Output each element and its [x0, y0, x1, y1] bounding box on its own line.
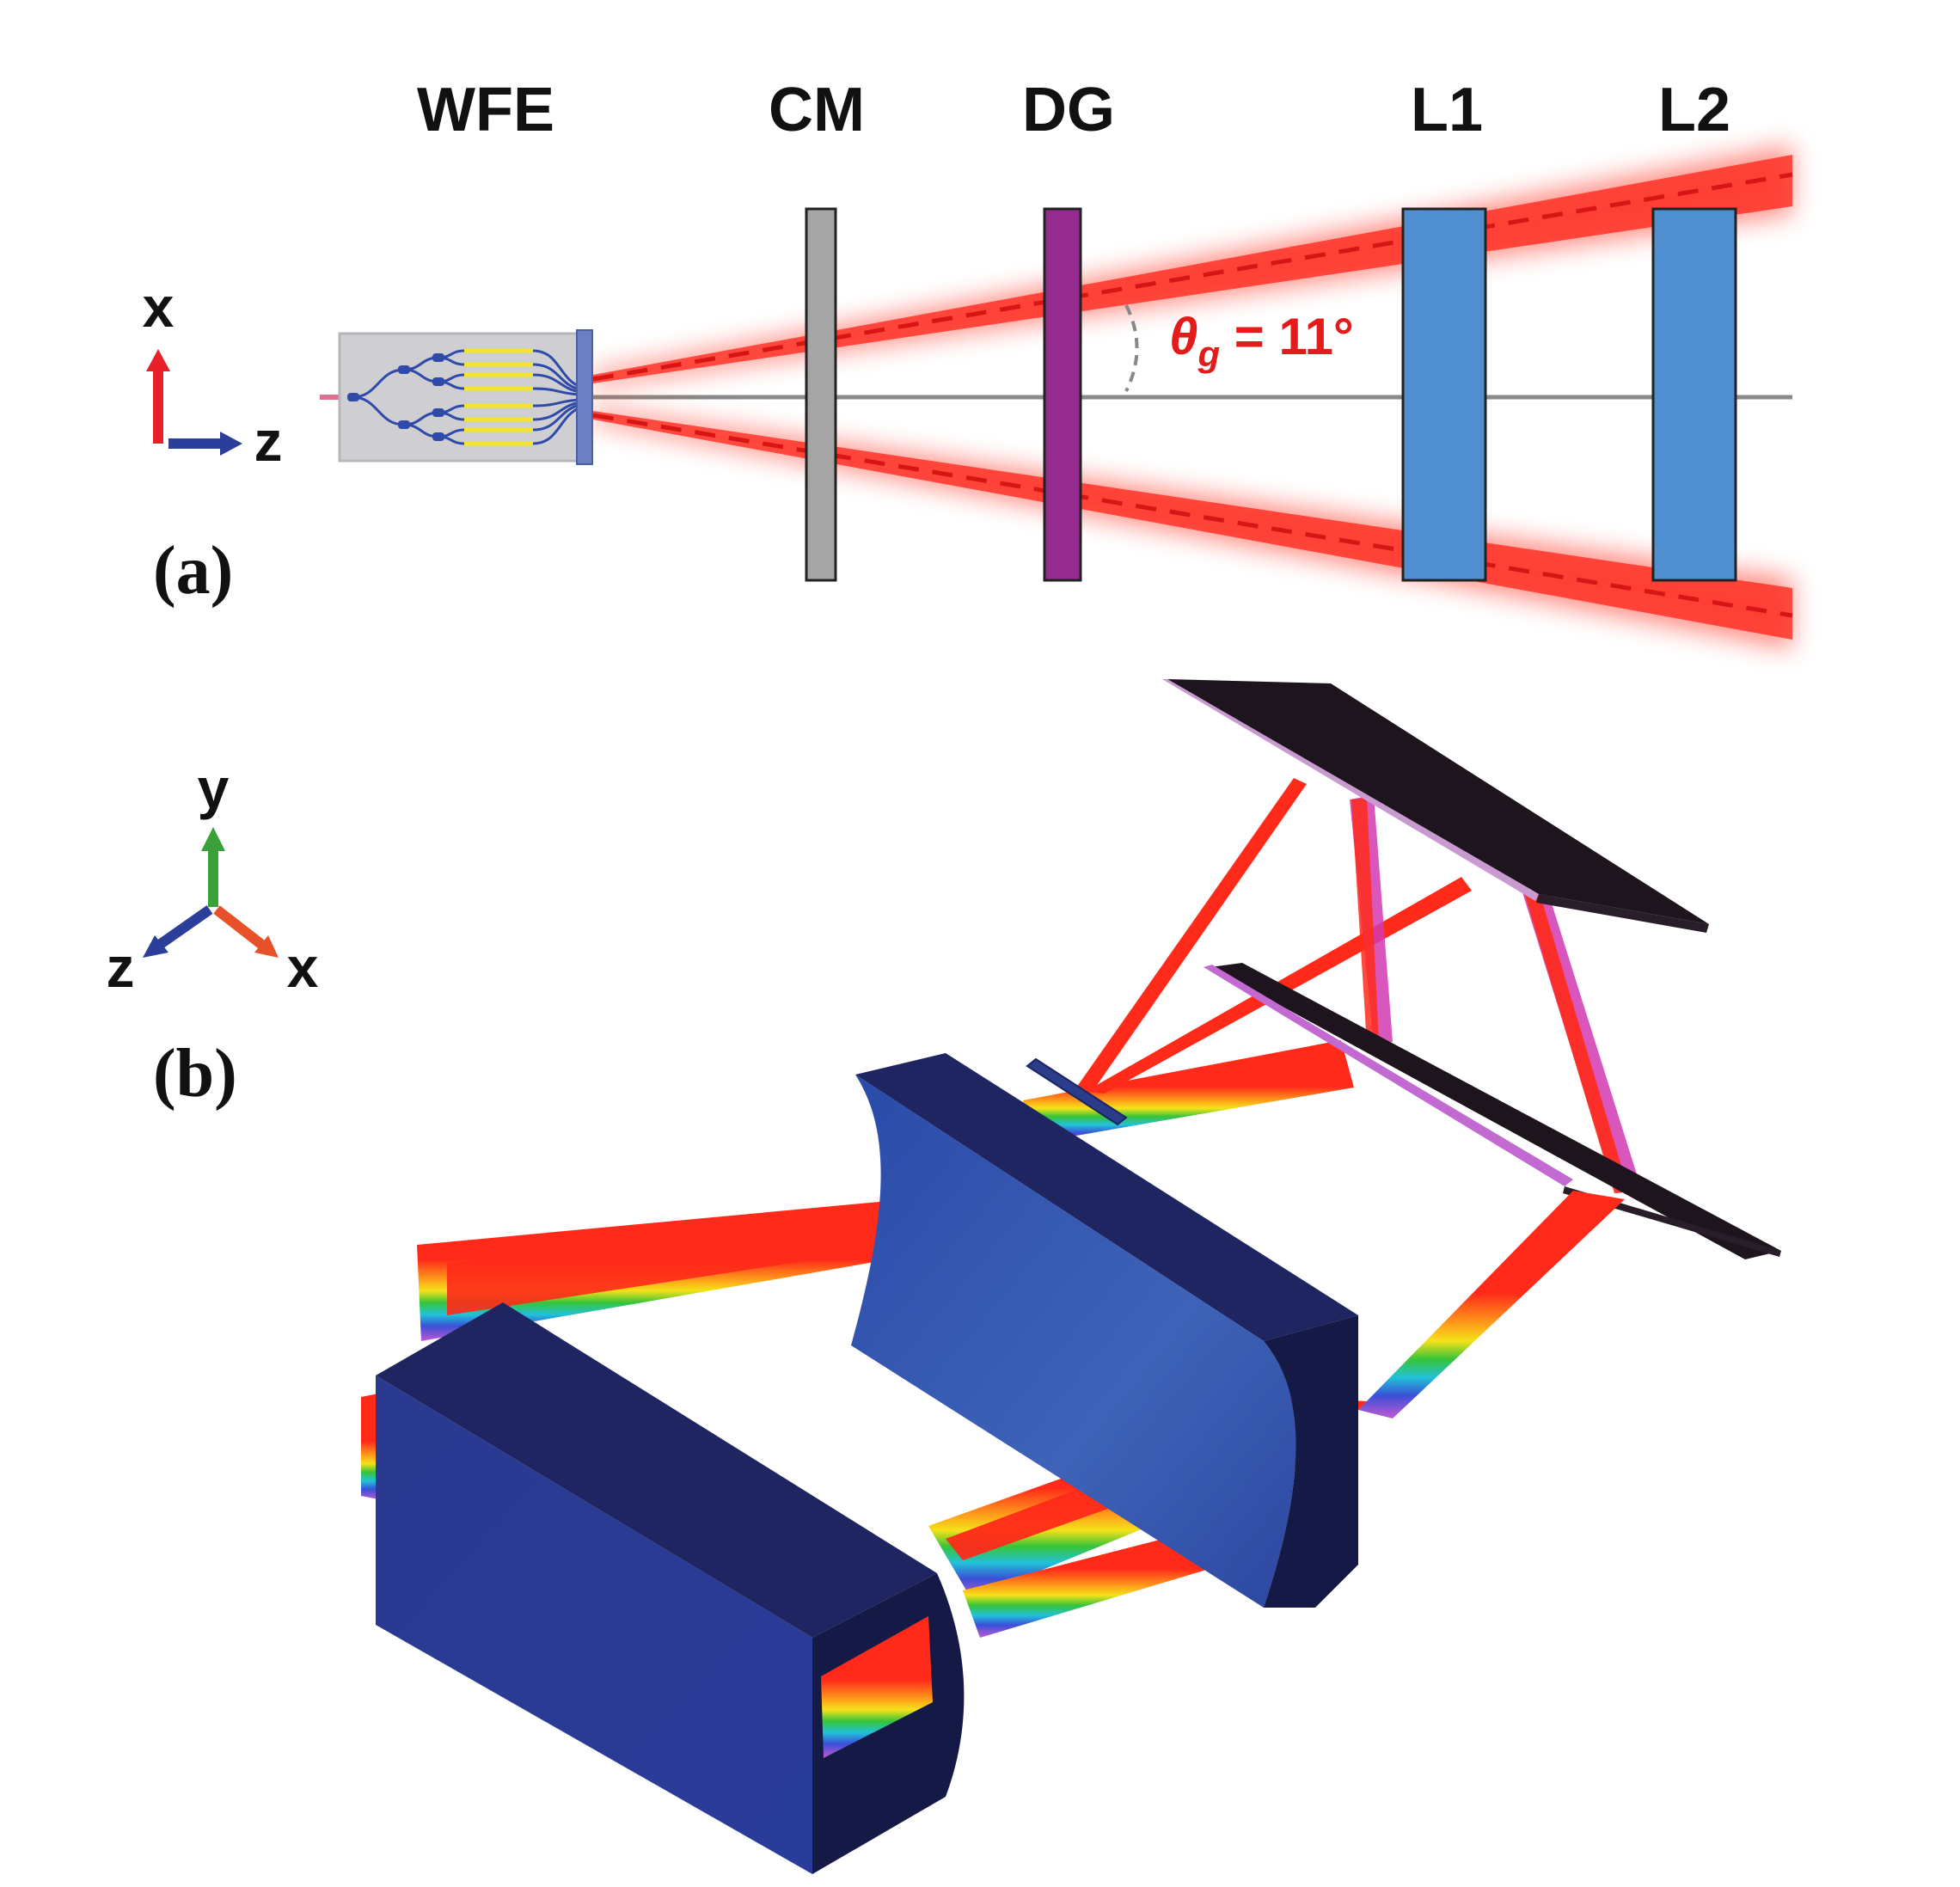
beam-right-down [1358, 1191, 1625, 1418]
axis-label-z: z [254, 409, 283, 473]
angle-subscript: g [1197, 334, 1220, 374]
angle-value: = 11° [1220, 308, 1354, 365]
dg-element [1043, 207, 1082, 582]
top-mirror [1162, 679, 1709, 933]
small-grating [1026, 1057, 1128, 1126]
label-l2: L2 [1658, 76, 1730, 144]
middle-lens [851, 1053, 1358, 1608]
label-dg: DG [1022, 76, 1115, 144]
panel-label-a: (a) [153, 533, 233, 609]
panel-a: WFE CM DG L1 L2 θg = 11° x z (a) [143, 76, 1793, 650]
angle-symbol: θ [1169, 308, 1197, 365]
axis-triad-b: y z x [107, 757, 319, 999]
label-cm: CM [769, 76, 865, 144]
panel-label-b: (b) [153, 1036, 237, 1112]
cm-element [805, 207, 837, 582]
angle-arc [1124, 304, 1139, 392]
axis-label-x3d: x [287, 935, 319, 999]
wfe-chip [320, 329, 593, 465]
l1-lens [1401, 207, 1487, 582]
label-wfe: WFE [417, 76, 554, 144]
axis-label-z3d: z [107, 935, 135, 999]
panel-b: y z x (b) [107, 679, 1781, 1874]
angle-label: θg = 11° [1169, 308, 1354, 374]
axis-label-y: y [198, 757, 230, 820]
lower-mirror [1204, 963, 1781, 1259]
front-lens [376, 1302, 965, 1874]
label-l1: L1 [1411, 76, 1483, 144]
front-lens-beam-exit [821, 1616, 933, 1758]
l2-lens [1651, 207, 1737, 582]
beam-upper [592, 144, 1793, 387]
axis-triad-a: x z [143, 275, 283, 473]
beam-fan-1 [1075, 778, 1307, 1090]
axis-label-x: x [143, 275, 175, 339]
beam-lower [592, 407, 1793, 650]
